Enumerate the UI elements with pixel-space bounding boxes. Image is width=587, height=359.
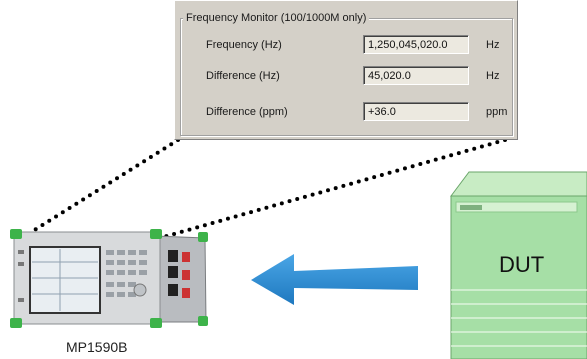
instrument-label: MP1590B bbox=[66, 339, 128, 355]
difference-hz-value-field: 45,020.0 bbox=[363, 66, 469, 85]
signal-arrow bbox=[251, 254, 418, 305]
difference-ppm-label: Difference (ppm) bbox=[206, 106, 288, 118]
frequency-label: Frequency (Hz) bbox=[206, 39, 282, 51]
dut-label: DUT bbox=[499, 252, 545, 277]
frequency-row: Frequency (Hz) 1,250,045,020.0 Hz bbox=[181, 35, 512, 57]
difference-hz-label: Difference (Hz) bbox=[206, 70, 280, 82]
frequency-monitor-groupbox: Frequency (Hz) 1,250,045,020.0 Hz Differ… bbox=[180, 18, 513, 136]
difference-ppm-value-field: +36.0 bbox=[363, 102, 469, 121]
dut-device bbox=[450, 171, 587, 359]
frequency-monitor-title: Frequency Monitor (100/1000M only) bbox=[183, 11, 370, 25]
frequency-monitor-panel: Frequency (Hz) 1,250,045,020.0 Hz Differ… bbox=[174, 0, 518, 140]
difference-hz-row: Difference (Hz) 45,020.0 Hz bbox=[181, 66, 512, 88]
frequency-unit: Hz bbox=[486, 39, 500, 51]
callout-dotted-line-right bbox=[98, 138, 507, 257]
difference-hz-unit: Hz bbox=[486, 70, 500, 82]
frequency-value-field: 1,250,045,020.0 bbox=[363, 35, 469, 54]
difference-ppm-row: Difference (ppm) +36.0 ppm bbox=[181, 102, 512, 124]
callout-dotted-line-left bbox=[23, 138, 180, 238]
difference-ppm-unit: ppm bbox=[486, 106, 508, 118]
instrument-mp1590b bbox=[10, 229, 208, 328]
